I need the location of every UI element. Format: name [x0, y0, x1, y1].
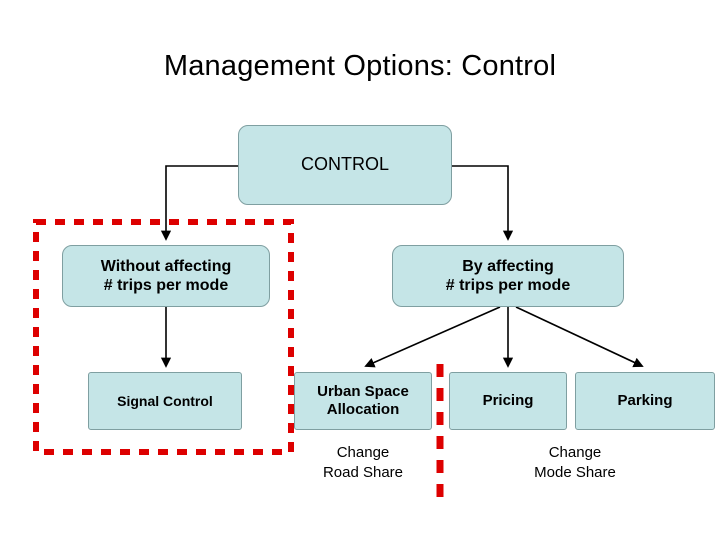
node-urban-space-line2: Allocation: [326, 401, 400, 418]
caption-change-mode-share-line2: Mode Share: [534, 464, 616, 482]
node-signal-control-label: Signal Control: [117, 392, 213, 409]
caption-change-road-share-line2: Road Share: [322, 464, 404, 482]
node-by-affecting-line1: By affecting: [462, 257, 554, 275]
connector-control-to-without: [160, 165, 238, 241]
node-urban-space-allocation[interactable]: Urban Space Allocation: [294, 372, 432, 430]
node-signal-control[interactable]: Signal Control: [88, 372, 242, 430]
connector-control-to-byaffecting: [452, 165, 514, 241]
caption-change-mode-share-line1: Change: [548, 444, 602, 461]
node-control-label: CONTROL: [300, 154, 389, 175]
node-without-affecting[interactable]: Without affecting # trips per mode: [62, 245, 270, 307]
connector-byaffecting-to-parking: [515, 306, 644, 368]
caption-change-road-share: Change Road Share: [292, 443, 434, 484]
caption-change-mode-share: Change Mode Share: [500, 443, 650, 484]
node-urban-space-line1: Urban Space: [317, 383, 409, 400]
caption-change-road-share-line1: Change: [336, 444, 390, 461]
node-pricing[interactable]: Pricing: [449, 372, 567, 430]
node-by-affecting-line2: # trips per mode: [445, 277, 571, 294]
node-parking[interactable]: Parking: [575, 372, 715, 430]
node-control[interactable]: CONTROL: [238, 125, 452, 205]
node-by-affecting[interactable]: By affecting # trips per mode: [392, 245, 624, 307]
node-parking-label: Parking: [617, 392, 673, 409]
node-pricing-label: Pricing: [482, 392, 534, 409]
node-without-affecting-line1: Without affecting: [100, 257, 232, 275]
connector-byaffecting-to-urban: [364, 306, 501, 368]
node-without-affecting-line2: # trips per mode: [103, 277, 229, 294]
page-title: Management Options: Control: [163, 50, 557, 82]
